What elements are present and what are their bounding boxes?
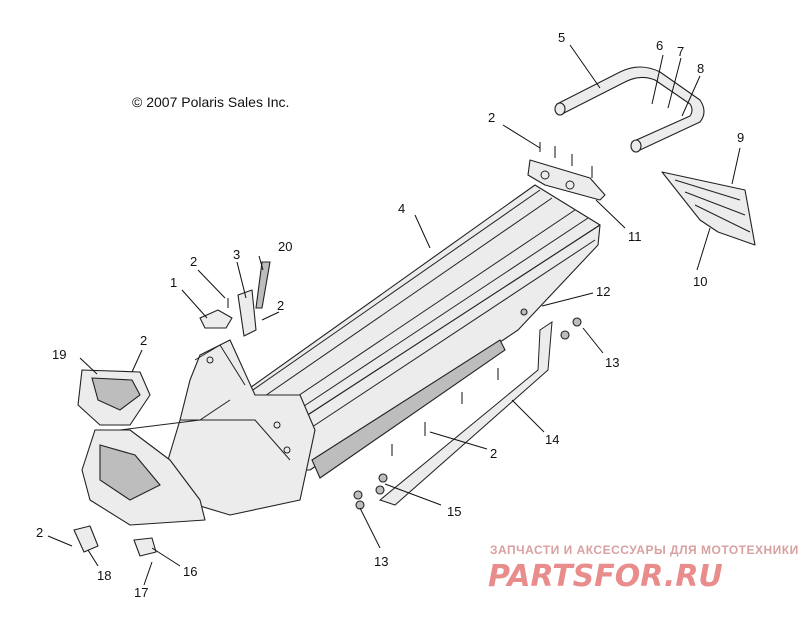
- callout-2: 2: [277, 298, 284, 313]
- tunnel-mesh: [311, 339, 506, 479]
- callout-18: 18: [97, 568, 111, 583]
- tunnel-assembly: [239, 184, 601, 479]
- callout-17: 17: [134, 585, 148, 600]
- rear-bumper: [554, 66, 705, 153]
- callout-1: 1: [170, 275, 177, 290]
- callout-12: 12: [596, 284, 610, 299]
- callout-labels: 1 2 2 2 2 2 2 3 4 5 6 7 8 9 10 11 12 13 …: [36, 30, 744, 600]
- copyright-text: © 2007 Polaris Sales Inc.: [132, 94, 289, 110]
- callout-2: 2: [36, 525, 43, 540]
- callout-2: 2: [490, 446, 497, 461]
- chassis-frame: [81, 339, 316, 526]
- footrest-tube: [378, 321, 553, 506]
- snow-flap: [661, 171, 756, 246]
- watermark-tagline: ЗАПЧАСТИ И АКСЕССУАРЫ ДЛЯ МОТОТЕХНИКИ: [490, 543, 799, 557]
- callout-9: 9: [737, 130, 744, 145]
- callout-7: 7: [677, 44, 684, 59]
- callout-2: 2: [140, 333, 147, 348]
- callout-11: 11: [628, 229, 642, 244]
- callout-3: 3: [233, 247, 240, 262]
- rear-bracket: [527, 159, 606, 201]
- small-parts: [73, 142, 593, 557]
- callout-2: 2: [488, 110, 495, 125]
- callout-13: 13: [374, 554, 388, 569]
- callout-15: 15: [447, 504, 461, 519]
- callout-19: 19: [52, 347, 66, 362]
- callout-8: 8: [697, 61, 704, 76]
- callout-16: 16: [183, 564, 197, 579]
- watermark: ЗАПЧАСТИ И АКСЕССУАРЫ ДЛЯ МОТОТЕХНИКИ PA…: [488, 543, 799, 594]
- callout-13: 13: [605, 355, 619, 370]
- leader-lines: [47, 44, 741, 586]
- callout-14: 14: [545, 432, 559, 447]
- callout-10: 10: [693, 274, 707, 289]
- callout-20: 20: [278, 239, 292, 254]
- callout-6: 6: [656, 38, 663, 53]
- callout-2: 2: [190, 254, 197, 269]
- callout-5: 5: [558, 30, 565, 45]
- callout-4: 4: [398, 201, 405, 216]
- watermark-logo: PARTSFOR.RU: [488, 559, 723, 594]
